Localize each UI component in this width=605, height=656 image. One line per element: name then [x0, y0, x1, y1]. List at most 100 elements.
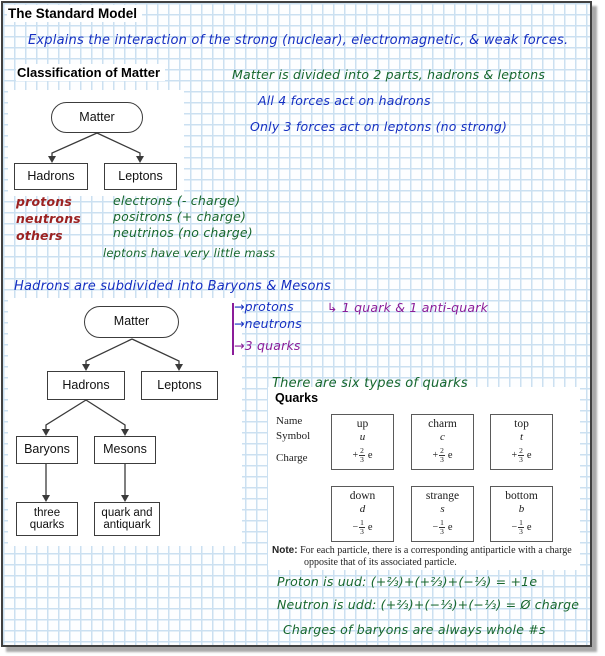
tree2-three-quarks-label: three quarks [29, 506, 65, 531]
lepton-example-electrons: electrons (- charge) [113, 193, 241, 208]
note-six-types: There are six types of quarks [272, 376, 468, 391]
charge-denominator: 3 [518, 454, 524, 464]
classification-heading: Classification of Matter [16, 64, 166, 81]
charge-numerator: 1 [360, 518, 364, 527]
quark-name: charm [428, 418, 457, 430]
lepton-example-positrons: positrons (+ charge) [113, 209, 247, 224]
tree2-mesons-label: Mesons [103, 442, 147, 457]
tree2-node-mesons: Mesons [94, 436, 156, 464]
lepton-example-neutrinos: neutrinos (no charge) [113, 225, 253, 240]
hadron-example-neutrons: neutrons [16, 211, 81, 226]
note-all-forces: All 4 forces act on hadrons [258, 93, 431, 108]
quark-symbol: d [359, 503, 366, 515]
charge-denominator: 3 [518, 526, 524, 536]
charge-denominator: 3 [439, 454, 445, 464]
tree2-matter-label: Matter [113, 314, 150, 329]
charge-sign: + [432, 449, 439, 461]
tree2-node-baryons: Baryons [16, 436, 78, 464]
charge-numerator: 2 [440, 446, 444, 455]
charge-sign: − [432, 521, 439, 533]
charge-unit: e [367, 521, 373, 533]
charge-denominator: 3 [439, 526, 445, 536]
quarks-table-heading: Quarks [275, 391, 319, 405]
charge-numerator: 1 [519, 518, 523, 527]
hadron-example-protons: protons [16, 194, 73, 209]
quark-symbol: t [519, 431, 524, 443]
page-title: The Standard Model [7, 5, 143, 22]
quark-symbol: b [518, 503, 525, 515]
quark-symbol: s [440, 503, 445, 515]
tree2-hadrons-label: Hadrons [62, 377, 110, 392]
baryon-bracket-line [232, 303, 234, 355]
quarks-table-note: Note: For each particle, there is a corr… [272, 545, 578, 568]
note-lepton-mass: leptons have very little mass [103, 246, 276, 260]
charge-unit: e [447, 521, 453, 533]
tree2-node-matter: Matter [84, 306, 179, 338]
note-matter-divided: Matter is divided into 2 parts, hadrons … [232, 67, 546, 82]
quarks-row-label-charge: Charge [276, 452, 308, 464]
charge-unit: e [367, 449, 373, 461]
charge-unit: e [526, 449, 532, 461]
quark-name: top [514, 418, 529, 430]
tree1-hadrons-label: Hadrons [27, 168, 75, 183]
tree2-quark-antiquark-label: quark and antiquark [101, 506, 153, 531]
tree2-node-leptons: Leptons [141, 371, 218, 400]
charge-sign: − [511, 521, 518, 533]
charge-denominator: 3 [359, 526, 365, 536]
proton-equation: Proton is uud: (+⅔)+(+⅔)+(−⅓) = +1e [277, 574, 538, 589]
charge-unit: e [526, 521, 532, 533]
quark-symbol: c [440, 431, 445, 443]
note-label: Note: [272, 545, 298, 556]
quark-name: down [349, 490, 376, 502]
quark-symbol: u [359, 431, 366, 443]
quark-name: up [356, 418, 369, 430]
tree1-matter-label: Matter [79, 109, 115, 124]
note-subdivided: Hadrons are subdivided into Baryons & Me… [14, 279, 332, 294]
baryon-charge-note: Charges of baryons are always whole #s [283, 622, 546, 637]
tree1-leptons-label: Leptons [118, 168, 163, 183]
note-only-three: Only 3 forces act on leptons (no strong) [250, 119, 508, 134]
note-text: For each particle, there is a correspond… [300, 545, 572, 568]
baryon-note-quarks: →3 quarks [234, 338, 301, 353]
tree1-node-matter: Matter [51, 102, 143, 133]
baryon-note-protons: →protons [234, 299, 294, 314]
charge-unit: e [447, 449, 453, 461]
charge-denominator: 3 [359, 454, 365, 464]
charge-sign: − [352, 521, 359, 533]
quark-name: bottom [505, 490, 538, 502]
baryon-note-neutrons: →neutrons [234, 316, 302, 331]
tree2-node-three-quarks: three quarks [16, 502, 78, 536]
tree1-node-hadrons: Hadrons [14, 163, 88, 190]
charge-numerator: 2 [519, 446, 523, 455]
tree2-node-quark-antiquark: quark and antiquark [94, 502, 160, 536]
tree2-leptons-label: Leptons [157, 377, 202, 392]
tree1-node-leptons: Leptons [104, 163, 177, 190]
meson-note: ↳ 1 quark & 1 anti-quark [327, 300, 489, 315]
hadron-example-others: others [16, 228, 63, 243]
tree2-node-hadrons: Hadrons [47, 371, 125, 400]
quark-name: strange [425, 490, 460, 502]
charge-numerator: 1 [440, 518, 444, 527]
tree2-baryons-label: Baryons [24, 442, 70, 457]
note-intro: Explains the interaction of the strong (… [28, 33, 569, 48]
quarks-row-label-name: Name [276, 415, 303, 427]
charge-sign: + [352, 449, 359, 461]
